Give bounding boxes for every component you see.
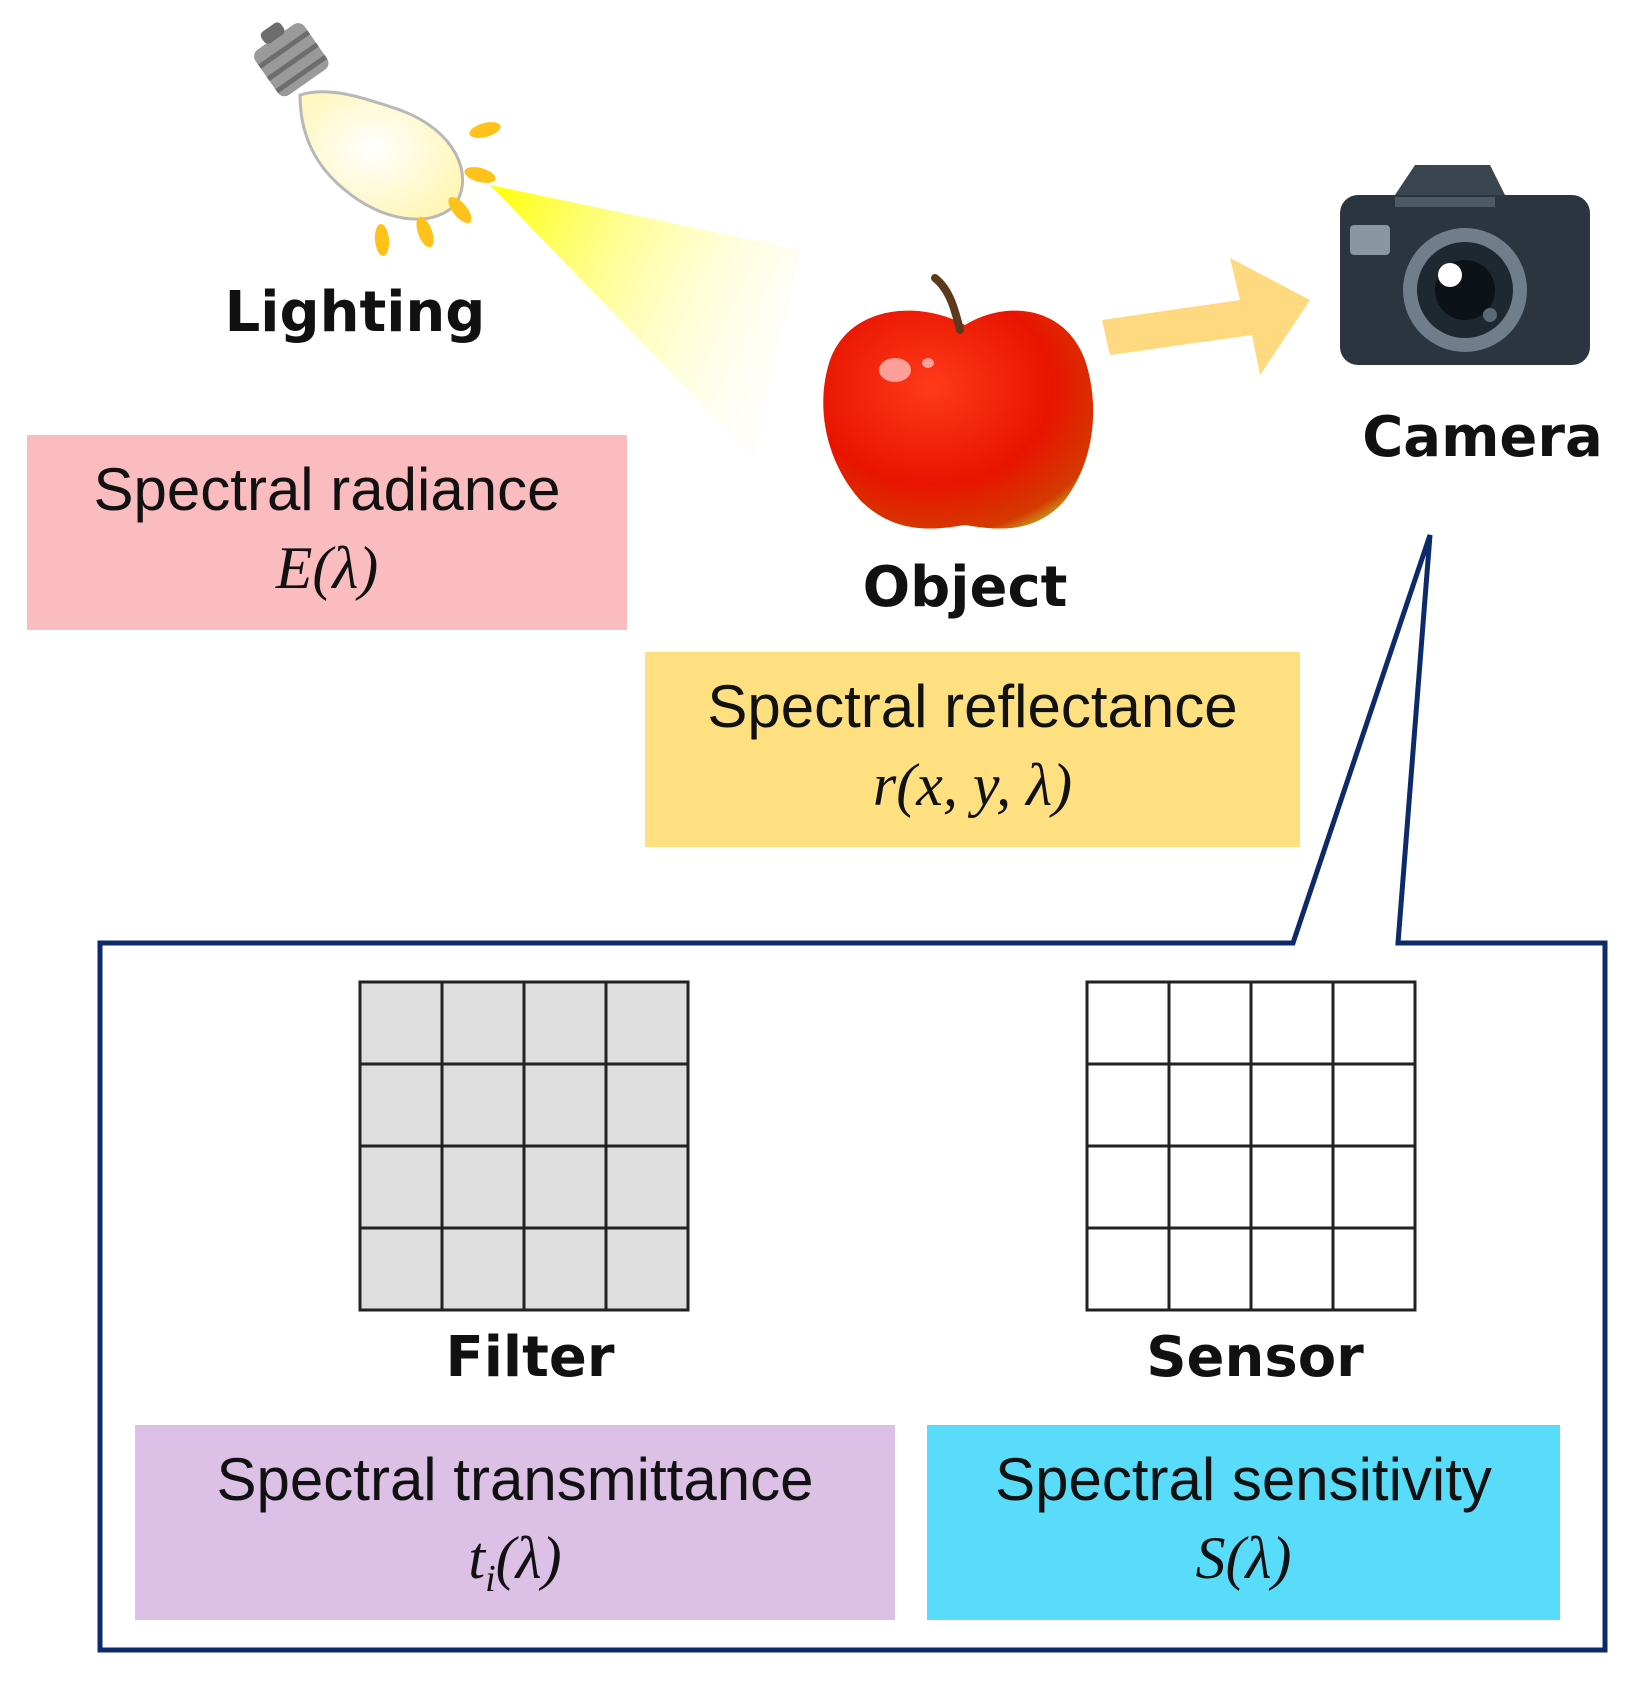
sensor-cell — [1249, 980, 1335, 1066]
sensor-cell — [1085, 1062, 1171, 1148]
light-beam — [490, 185, 800, 460]
filter-cell — [604, 980, 690, 1066]
camera-detail-callout — [97, 534, 1608, 1653]
sensor-cell — [1249, 1144, 1335, 1230]
filter-cell — [440, 1144, 526, 1230]
spectral-sensitivity-box: Spectral sensitivity S(λ) — [927, 1425, 1560, 1620]
lighting-label: Lighting — [224, 280, 486, 345]
filter-cell — [604, 1062, 690, 1148]
sensor-grid — [1085, 980, 1417, 1312]
spectral-reflectance-symbol: r(x, y, λ) — [872, 752, 1073, 818]
filter-label: Filter — [445, 1325, 615, 1390]
filter-cell — [358, 1062, 444, 1148]
spectral-transmittance-box: Spectral transmittance ti(λ) — [135, 1425, 895, 1620]
spectral-reflectance-title: Spectral reflectance — [707, 673, 1238, 740]
sensor-cell — [1167, 1144, 1253, 1230]
sensor-cell — [1167, 1062, 1253, 1148]
filter-cell — [604, 1144, 690, 1230]
sensor-cell — [1085, 1226, 1171, 1312]
transmittance-symbol-main: t — [468, 1525, 486, 1591]
sensor-cell — [1249, 1226, 1335, 1312]
filter-cell — [522, 980, 608, 1066]
spectral-radiance-symbol: E(λ) — [275, 535, 379, 601]
sensor-cell — [1331, 980, 1417, 1066]
filter-cell — [440, 1226, 526, 1312]
arrow-to-camera — [1102, 258, 1310, 375]
spectral-transmittance-title: Spectral transmittance — [216, 1446, 814, 1513]
filter-cell — [358, 1226, 444, 1312]
sensor-cell — [1167, 980, 1253, 1066]
spectral-radiance-title: Spectral radiance — [93, 456, 561, 523]
filter-cell — [522, 1144, 608, 1230]
spectral-reflectance-box: Spectral reflectance r(x, y, λ) — [645, 652, 1300, 847]
camera-label: Camera — [1362, 405, 1603, 470]
filter-cell — [440, 980, 526, 1066]
filter-cell — [358, 980, 444, 1066]
sensor-cell — [1167, 1226, 1253, 1312]
sensor-cell — [1085, 980, 1171, 1066]
sensor-cell — [1331, 1062, 1417, 1148]
spectral-sensitivity-title: Spectral sensitivity — [995, 1446, 1492, 1513]
sensor-cell — [1331, 1144, 1417, 1230]
object-label: Object — [862, 555, 1068, 620]
filter-grid — [358, 980, 690, 1312]
transmittance-symbol-subscript: i — [485, 1558, 496, 1600]
filter-cell — [522, 1226, 608, 1312]
spectral-transmittance-symbol: ti(λ) — [135, 1525, 895, 1601]
filter-cell — [358, 1144, 444, 1230]
apple-icon — [823, 274, 1094, 529]
sensor-label: Sensor — [1146, 1325, 1364, 1390]
spectral-radiance-box: Spectral radiance E(λ) — [27, 435, 627, 630]
filter-cell — [440, 1062, 526, 1148]
spectral-sensitivity-symbol: S(λ) — [1195, 1525, 1292, 1591]
filter-cell — [522, 1062, 608, 1148]
camera-icon — [1340, 165, 1590, 365]
sensor-cell — [1249, 1062, 1335, 1148]
light-bulb-icon — [254, 22, 501, 256]
sensor-cell — [1085, 1144, 1171, 1230]
sensor-cell — [1331, 1226, 1417, 1312]
filter-cell — [604, 1226, 690, 1312]
transmittance-symbol-rest: (λ) — [495, 1525, 562, 1591]
